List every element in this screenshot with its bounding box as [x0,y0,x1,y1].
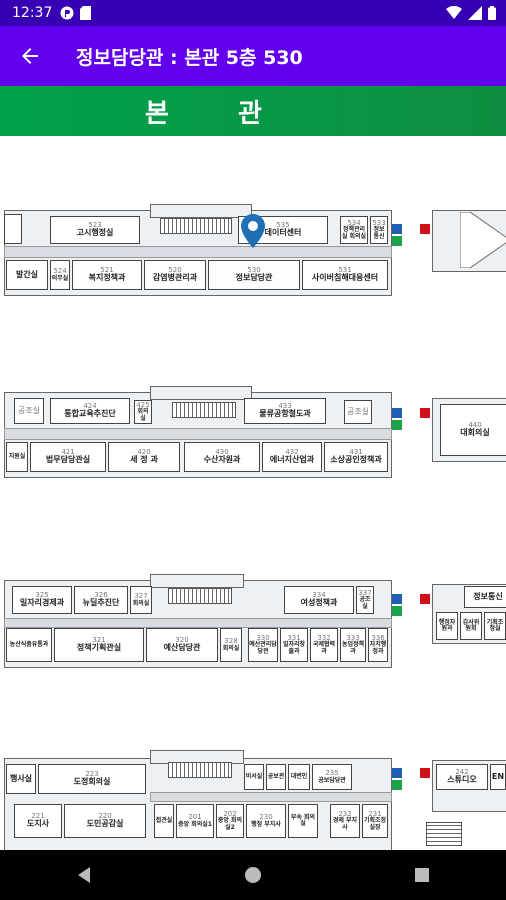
nav-back-button[interactable] [59,850,109,900]
elevator-icon [392,408,402,418]
room-reception[interactable]: 접견실 [154,804,174,838]
square-recents-icon [414,868,429,882]
sd-card-icon [80,6,92,20]
exit-icon [392,236,402,246]
room-secretary[interactable]: 비서실 [244,764,264,790]
restroom-icon [420,224,430,234]
elevator-icon [392,768,402,778]
room-audit[interactable]: 감사위원회 [460,612,482,640]
room-admin-resources[interactable]: 행정자원과 [436,612,458,640]
restroom-icon [420,768,430,778]
exit-icon [392,420,402,430]
app-bar: 정보담당관 : 본관 5층 530 [0,26,506,86]
room-annex[interactable]: 부속 회의실 [288,804,318,838]
room-agri[interactable]: 농산식품유통과 [6,628,52,662]
room-utility[interactable]: 공조실 [14,398,44,424]
cellular-signal-icon [468,6,482,20]
room-planning[interactable]: 기획조정실 [484,612,506,640]
wing-outline [460,212,506,268]
room-en[interactable]: EN [490,764,506,790]
room-utility-2[interactable]: 공조실 [344,400,372,424]
room-spokesperson[interactable]: 대변인 [288,764,310,790]
page-title: 정보담당관 : 본관 5층 530 [76,46,303,69]
elevator-icon [392,594,402,604]
arrow-back-icon [22,48,38,64]
triangle-back-icon [78,867,91,883]
nav-recents-button[interactable] [397,850,447,900]
status-time: 12:37 [12,5,53,21]
room-press[interactable]: 공보관 [266,764,286,790]
restroom-icon [420,594,430,604]
status-bar: 12:37 [0,0,506,26]
status-notification-icons [60,6,92,20]
location-pin-icon [241,214,265,248]
exit-icon [392,606,402,616]
exit-icon [392,780,402,790]
app-notification-icon [60,6,74,20]
circle-home-icon [244,867,261,883]
wifi-icon [446,6,462,19]
elevator-icon [392,224,402,234]
building-name: 본 관 [145,98,292,129]
room [4,214,22,244]
battery-icon [488,6,496,20]
system-navigation-bar [0,850,506,900]
room-support[interactable]: 지원실 [6,442,28,472]
building-section-header: 본 관 [0,86,506,136]
nav-home-button[interactable] [228,850,278,900]
room-event[interactable]: 행사실 [6,764,36,794]
restroom-icon [420,408,430,418]
room-ict[interactable]: 정보통신 [464,586,506,608]
room-print[interactable]: 발간실 [6,260,48,290]
back-button[interactable] [0,26,60,86]
